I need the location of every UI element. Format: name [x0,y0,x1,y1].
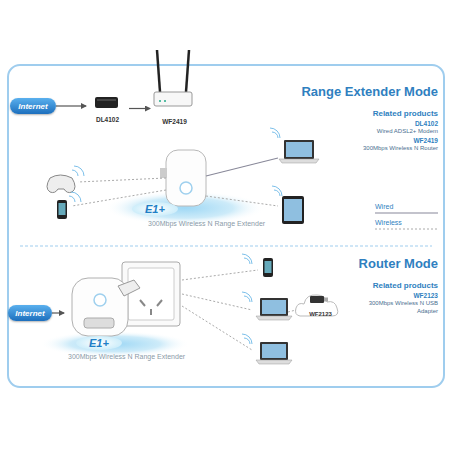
mode-title: Range Extender Mode [301,84,438,99]
mode-title: Router Mode [359,256,438,271]
product-name: E1+ [76,336,122,350]
product-description: 300Mbps Wireless N Range Extender [148,220,265,227]
product-description: 300Mbps Wireless N USB Adapter [368,300,438,316]
connector-arrow [52,312,64,313]
product-description: Wired ADSL2+ Modem [377,128,438,134]
internet-pill: Internet [10,98,56,114]
legend-text: Wired [375,203,393,210]
internet-pill: Internet [8,305,52,321]
product-name: WF2419 [150,118,199,125]
connector-arrow [56,105,86,106]
product-code: WF2123 [413,292,438,299]
product-description: 300Mbps Wireless N Router [363,145,438,151]
modem-device: DL4102 [86,94,129,123]
product-code: WF2419 [413,137,438,144]
product-name: WF2123 [297,311,344,317]
extender-device: E1+ 300Mbps Wireless N Range Extender [118,150,270,232]
product-name: Internet [15,309,44,318]
wired-sample [375,212,438,213]
router-device: WF2419 [150,46,199,125]
connector-arrow [129,108,150,109]
product-name: DL4102 [86,116,129,123]
product-code: DL4102 [415,120,438,127]
product-description: 300Mbps Wireless N Range Extender [68,353,185,360]
product-name: Internet [18,102,47,111]
wireless-sample [375,229,438,230]
section-heading: Related products [373,109,438,118]
cloud-adapter: WF2123 [297,292,344,318]
section-heading: Related products [373,281,438,290]
product-name: E1+ [132,202,178,216]
extender-device: E1+ 300Mbps Wireless N Range Extender [64,266,194,362]
legend-text: Wireless [375,219,402,226]
